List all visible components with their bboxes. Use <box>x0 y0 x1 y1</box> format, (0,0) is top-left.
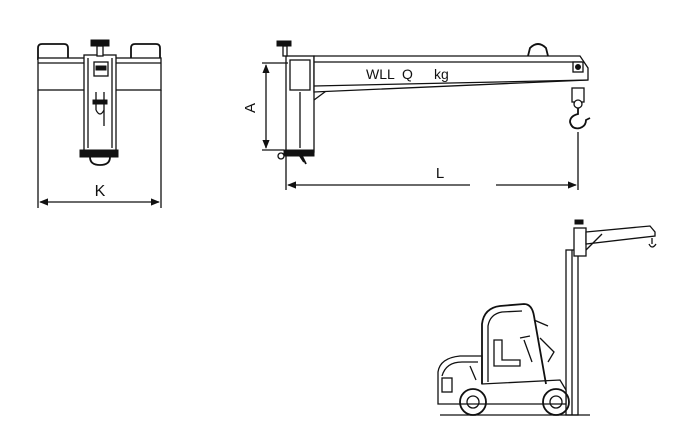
side-view: WLL Q kg A L <box>242 40 591 190</box>
boom-unit-label: kg <box>434 66 449 82</box>
forklift-cage <box>481 303 547 385</box>
front-shackle <box>89 156 111 166</box>
forklift-jib-boom <box>585 225 656 245</box>
front-right-handle <box>130 43 161 60</box>
forklift-seat <box>493 339 521 367</box>
front-left-handle <box>37 43 69 60</box>
side-lifting-eye <box>527 43 549 57</box>
side-hook <box>569 87 591 130</box>
dimension-a-label: A <box>242 103 259 113</box>
front-locking-pin <box>90 39 110 57</box>
forklift-body <box>437 355 567 405</box>
dimension-k-label: K <box>95 183 106 200</box>
front-view: K <box>37 39 162 208</box>
forklift-view <box>437 219 657 416</box>
dimension-l-label: L <box>436 165 444 182</box>
front-base-plate <box>79 149 119 158</box>
boom-q-label: Q <box>402 66 413 82</box>
side-lever <box>295 149 307 165</box>
forklift-jib-hook <box>648 238 657 248</box>
side-top-pin <box>276 40 292 57</box>
forklift-steering <box>519 335 533 363</box>
forklift-jib-carriage <box>573 227 587 257</box>
boom-wll-label: WLL <box>366 66 395 82</box>
